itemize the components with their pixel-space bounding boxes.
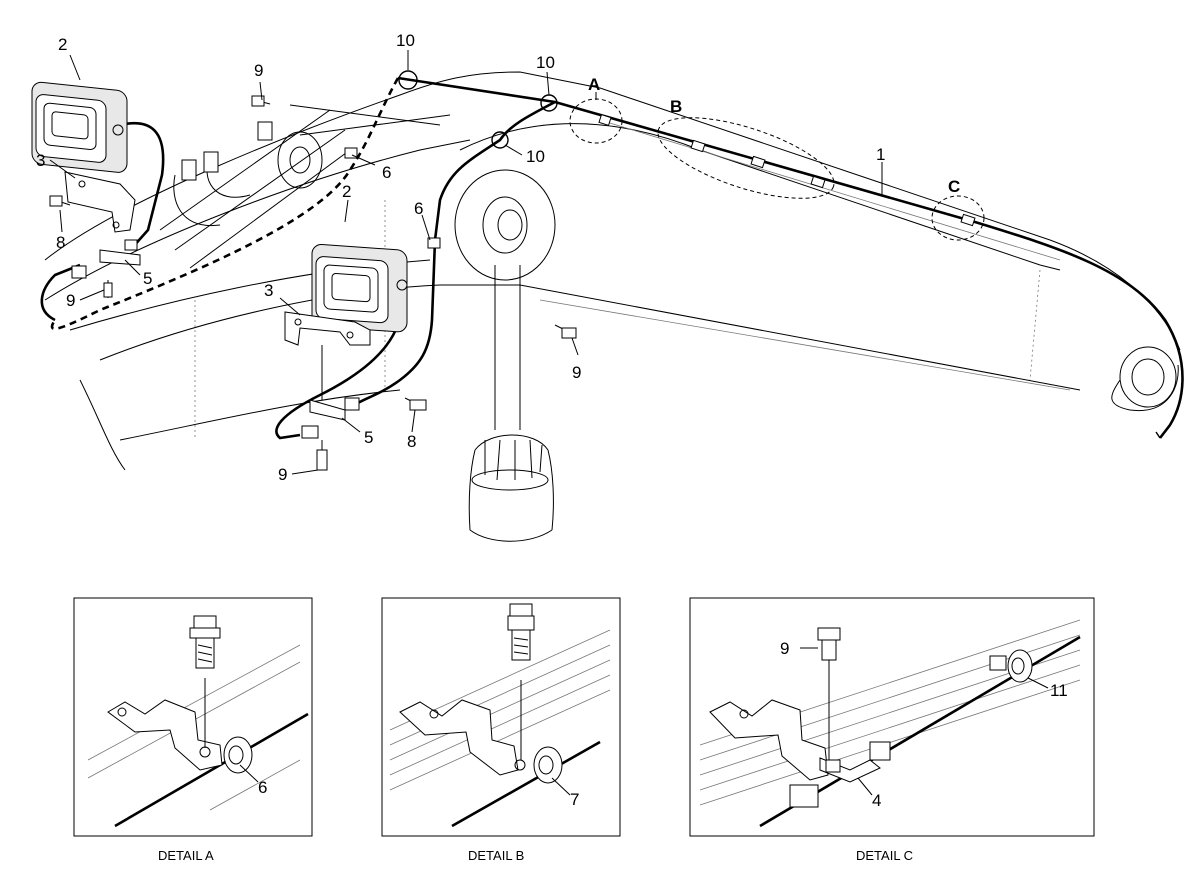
callout-bracket-center: 3	[264, 281, 273, 300]
callout-screw-left: 9	[66, 291, 75, 310]
detail-b-callout-clip: 7	[570, 790, 579, 809]
arm-cylinder	[454, 169, 556, 542]
callout-screw-top: 9	[254, 61, 263, 80]
detail-a-panel: 6 DETAIL A	[73, 597, 313, 863]
detail-letter-b: B	[670, 97, 682, 116]
callout-harness: 1	[876, 145, 885, 164]
boom-cylinder	[159, 104, 451, 269]
wire-harness	[40, 76, 1184, 440]
callout-clamp-plate-left: 5	[143, 269, 152, 288]
callout-bolt-left: 8	[56, 233, 65, 252]
callout-lamp-left: 2	[58, 35, 67, 54]
boom-assembly-view: 2 3 8 9 5 9 6 10 10 10 6 2 3 9 5 8 9 1 A…	[31, 31, 1184, 542]
work-lamp-left	[31, 81, 128, 173]
detail-c-caption: DETAIL C	[856, 848, 913, 863]
boom-arm	[44, 71, 1181, 471]
callout-clamp-ring-mid: 10	[526, 147, 545, 166]
callout-clamp-ring-top: 10	[536, 53, 555, 72]
leader-lines	[49, 50, 883, 475]
callout-screw-center: 9	[278, 465, 287, 484]
detail-a-caption: DETAIL A	[158, 848, 214, 863]
callout-lamp-center: 2	[342, 182, 351, 201]
harness-clips	[344, 70, 976, 249]
detail-letter-a: A	[588, 75, 600, 94]
callout-clip-top: 6	[382, 163, 391, 182]
detail-letter-c: C	[948, 177, 960, 196]
detail-c-callout-clip: 11	[1050, 681, 1068, 700]
callout-clamp-ring-left: 10	[396, 31, 415, 50]
detail-c-marker	[931, 195, 985, 241]
work-lamp-center	[311, 243, 408, 333]
lamp-bracket-left	[49, 95, 271, 298]
callout-clip-mid: 6	[414, 199, 423, 218]
detail-c-callout-connector-bracket: 4	[872, 791, 881, 810]
detail-c-panel: 9 4 11 DETAIL C	[689, 597, 1095, 863]
detail-a-marker	[569, 98, 623, 144]
detail-b-panel: 7 DETAIL B	[381, 597, 621, 863]
callout-clamp-plate-center: 5	[364, 428, 373, 447]
detail-a-callout-clip: 6	[258, 778, 267, 797]
callout-screw-right: 9	[572, 363, 581, 382]
detail-c-callout-screw: 9	[780, 639, 789, 658]
callout-bolt-center: 8	[407, 432, 416, 451]
detail-b-caption: DETAIL B	[468, 848, 524, 863]
detail-b-marker	[657, 117, 835, 199]
callout-bracket-left: 3	[36, 151, 45, 170]
